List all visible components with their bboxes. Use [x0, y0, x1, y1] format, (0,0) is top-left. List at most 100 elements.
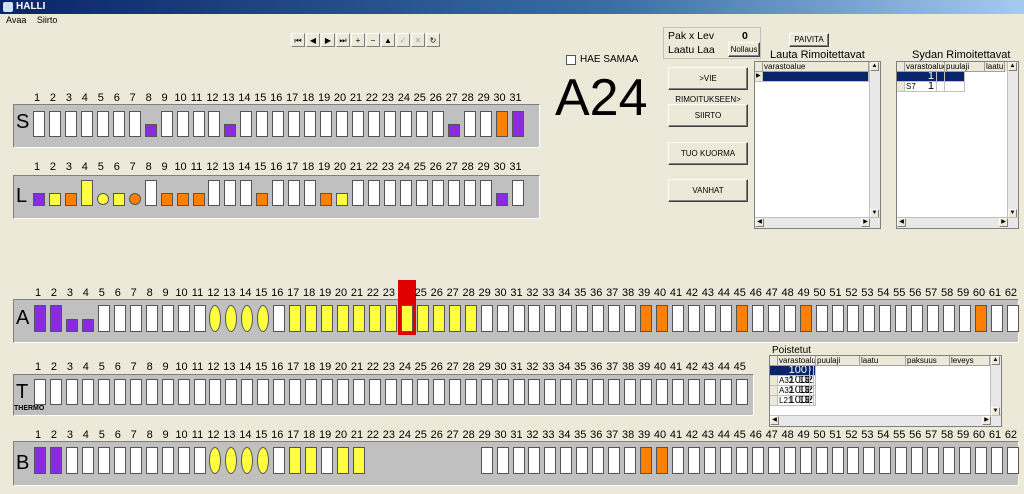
slot-l17[interactable]: [288, 180, 301, 206]
slot-t33[interactable]: [544, 379, 557, 405]
slot-a13[interactable]: [225, 305, 238, 332]
slot-l5[interactable]: [96, 193, 109, 205]
slot-l20[interactable]: [336, 193, 349, 206]
column-header[interactable]: laatu: [985, 62, 1005, 72]
slot-l16[interactable]: [272, 180, 285, 206]
vertical-scrollbar[interactable]: ▲▼: [869, 62, 880, 218]
slot-a24[interactable]: [400, 305, 413, 332]
hae-samaa-checkbox[interactable]: HAE SAMAA: [566, 54, 638, 65]
slot-a43[interactable]: [703, 305, 716, 332]
slot-s24[interactable]: [399, 111, 412, 137]
slot-a17[interactable]: [289, 305, 302, 332]
slot-t6[interactable]: [113, 379, 126, 405]
slot-b51[interactable]: [831, 447, 844, 474]
slot-b12[interactable]: [209, 447, 222, 474]
slot-t22[interactable]: [368, 379, 381, 405]
table-row[interactable]: ▶A151219100: [770, 366, 1001, 376]
slot-a52[interactable]: [847, 305, 860, 332]
slot-t44[interactable]: [719, 379, 732, 405]
slot-t39[interactable]: [640, 379, 653, 405]
slot-b5[interactable]: [97, 447, 110, 474]
slot-l4[interactable]: [80, 180, 93, 206]
slot-a58[interactable]: [943, 305, 956, 332]
slot-b60[interactable]: [975, 447, 988, 474]
slot-b21[interactable]: [353, 447, 365, 474]
slot-l21[interactable]: [352, 180, 364, 206]
slot-t8[interactable]: [145, 379, 158, 405]
slot-a48[interactable]: [783, 305, 796, 332]
first-icon[interactable]: ⏮: [291, 33, 305, 47]
slot-b4[interactable]: [81, 447, 94, 474]
slot-l26[interactable]: [431, 180, 444, 206]
column-header[interactable]: puulaji: [816, 356, 860, 366]
column-header[interactable]: leveys: [950, 356, 990, 366]
slot-b17[interactable]: [289, 447, 302, 474]
slot-s12[interactable]: [208, 111, 221, 137]
column-header[interactable]: varastoalue: [905, 62, 945, 72]
slot-l24[interactable]: [399, 180, 412, 206]
slot-b62[interactable]: [1006, 447, 1019, 474]
horizontal-scrollbar[interactable]: ◀▶: [897, 217, 1018, 228]
slot-l27[interactable]: [447, 180, 460, 206]
slot-b15[interactable]: [257, 447, 270, 474]
slot-b19[interactable]: [321, 447, 334, 474]
slot-a39[interactable]: [640, 305, 653, 332]
slot-a38[interactable]: [624, 305, 637, 332]
checkbox-box[interactable]: [566, 54, 576, 65]
slot-s17[interactable]: [288, 111, 301, 137]
slot-a34[interactable]: [560, 305, 573, 332]
slot-t35[interactable]: [576, 379, 589, 405]
slot-l25[interactable]: [415, 180, 428, 206]
slot-b38[interactable]: [624, 447, 637, 474]
slot-b42[interactable]: [687, 447, 700, 474]
prev-icon[interactable]: ◀: [306, 33, 320, 47]
slot-t3[interactable]: [65, 379, 78, 405]
slot-s10[interactable]: [176, 111, 189, 137]
slot-b31[interactable]: [512, 447, 525, 474]
refresh-icon[interactable]: ↻: [426, 33, 440, 47]
scroll-left-icon[interactable]: ◀: [897, 218, 906, 227]
column-header[interactable]: paksuus: [906, 356, 950, 366]
slot-t15[interactable]: [257, 379, 270, 405]
nollaus-button[interactable]: Nollaus: [728, 42, 760, 57]
slot-a51[interactable]: [831, 305, 844, 332]
slot-t32[interactable]: [528, 379, 541, 405]
slot-b34[interactable]: [560, 447, 573, 474]
slot-a19[interactable]: [321, 305, 334, 332]
slot-b36[interactable]: [592, 447, 605, 474]
slot-s29[interactable]: [479, 111, 492, 137]
slot-s13[interactable]: [224, 124, 237, 137]
slot-s4[interactable]: [80, 111, 93, 137]
slot-a10[interactable]: [177, 305, 190, 332]
scroll-right-icon[interactable]: ▶: [982, 416, 991, 425]
slot-s1[interactable]: [33, 111, 45, 137]
slot-b56[interactable]: [911, 447, 924, 474]
slot-t28[interactable]: [464, 379, 477, 405]
slot-b54[interactable]: [879, 447, 892, 474]
slot-b14[interactable]: [241, 447, 254, 474]
slot-t11[interactable]: [193, 379, 206, 405]
slot-t26[interactable]: [432, 379, 445, 405]
slot-a55[interactable]: [895, 305, 908, 332]
slot-l15[interactable]: [256, 193, 269, 206]
slot-b35[interactable]: [576, 447, 589, 474]
cancel-icon[interactable]: ✕: [411, 33, 425, 47]
slot-a11[interactable]: [193, 305, 206, 332]
vanhat-button[interactable]: VANHAT: [668, 179, 748, 202]
scroll-up-icon[interactable]: ▲: [870, 62, 879, 71]
slot-a20[interactable]: [337, 305, 350, 332]
last-icon[interactable]: ⏭: [336, 33, 350, 47]
slot-s15[interactable]: [256, 111, 269, 137]
slot-a16[interactable]: [273, 305, 286, 332]
slot-a4[interactable]: [81, 319, 94, 332]
slot-a49[interactable]: [799, 305, 812, 332]
slot-a5[interactable]: [97, 305, 110, 332]
slot-a61[interactable]: [991, 305, 1003, 332]
slot-t19[interactable]: [321, 379, 334, 405]
slot-b8[interactable]: [145, 447, 158, 474]
slot-b59[interactable]: [959, 447, 972, 474]
slot-b18[interactable]: [305, 447, 318, 474]
